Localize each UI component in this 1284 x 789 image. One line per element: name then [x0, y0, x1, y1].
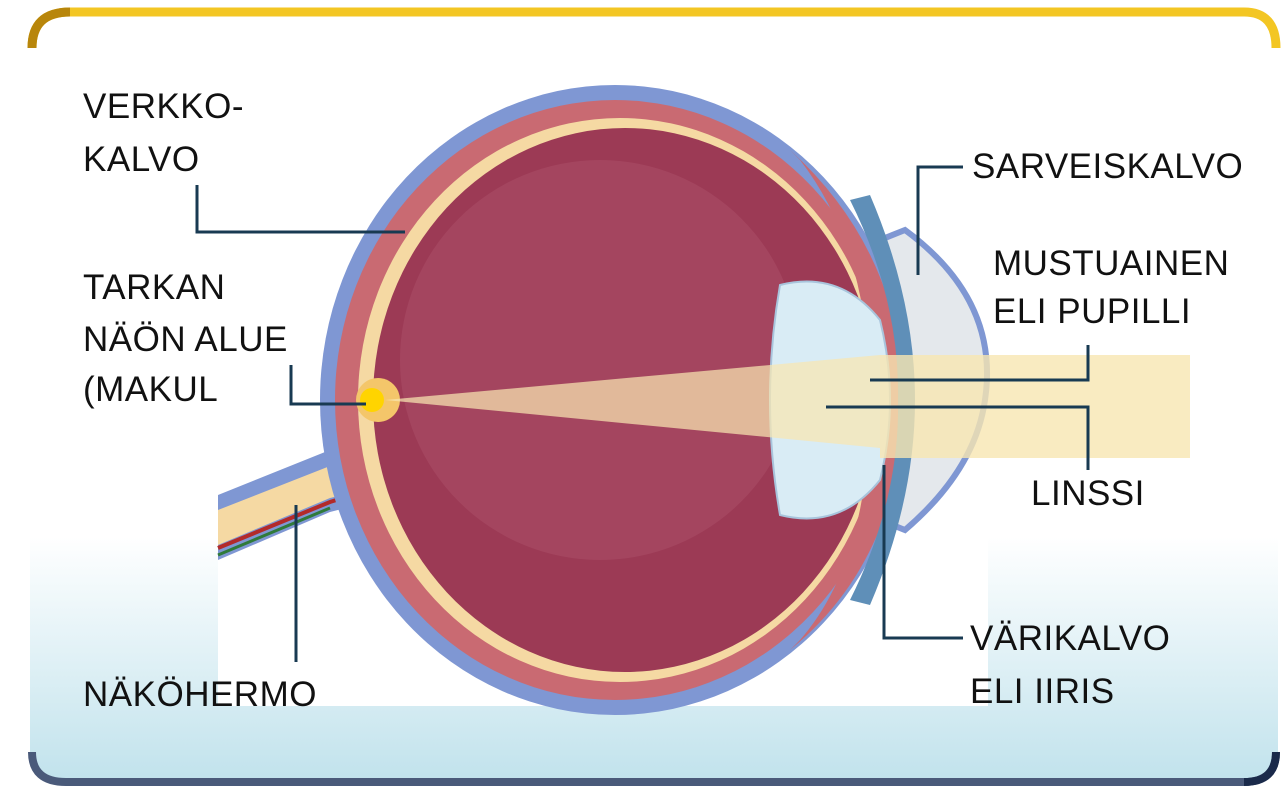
label-retina-line1: VERKKO-: [83, 85, 244, 129]
label-lens: LINSSI: [1031, 472, 1145, 516]
label-iris-line1: VÄRIKALVO: [970, 617, 1170, 661]
label-iris-line2: ELI IIRIS: [970, 670, 1115, 714]
label-macula-line2: NÄÖN ALUE: [83, 318, 288, 362]
label-pupil-line2: ELI PUPILLI: [993, 290, 1191, 334]
label-pupil-line1: MUSTUAINEN: [993, 242, 1229, 286]
macula-inner: [360, 388, 384, 412]
label-cornea: SARVEISKALVO: [972, 145, 1243, 189]
vitreous-sheen: [400, 160, 800, 560]
label-retina-line2: KALVO: [83, 138, 200, 182]
label-optic-nerve: NÄKÖHERMO: [83, 673, 317, 717]
label-macula-line1: TARKAN: [83, 266, 225, 310]
label-macula-line3: (MAKUL: [83, 368, 218, 412]
